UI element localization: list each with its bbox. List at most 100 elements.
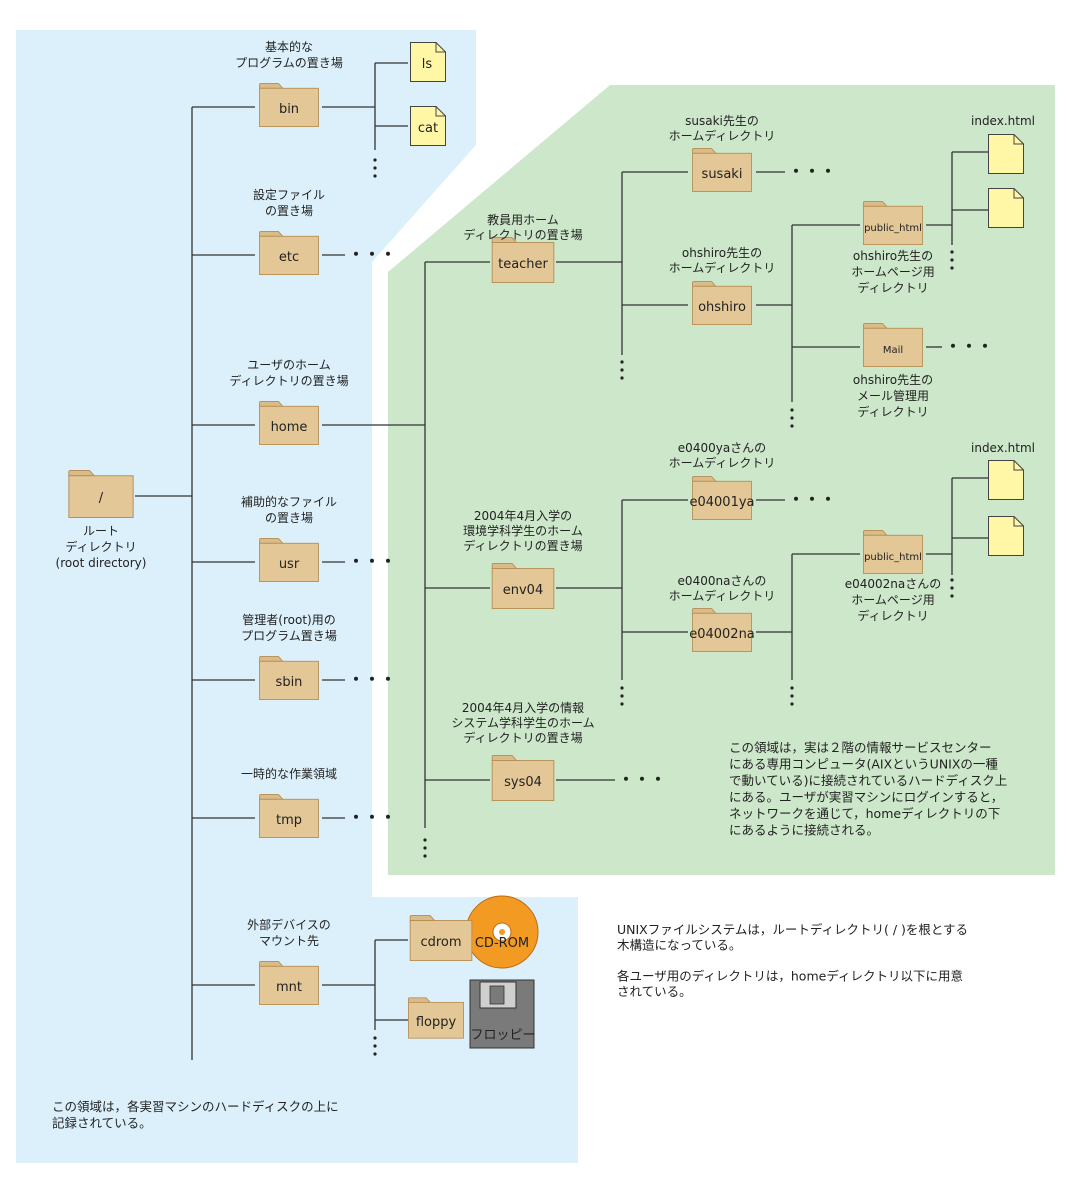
index-html-label-1: index.html bbox=[971, 114, 1035, 128]
env04-more-dots bbox=[620, 686, 624, 706]
etc-more-dots: ・・・ bbox=[348, 245, 396, 264]
desc-home-line-0: ユーザのホーム bbox=[247, 358, 330, 372]
desc-e04001ya-line-1: ホームディレクトリ bbox=[669, 455, 776, 470]
folder-mail-label: Mail bbox=[883, 345, 903, 356]
folder-usr-label: usr bbox=[279, 557, 300, 572]
folder-env04-label: env04 bbox=[503, 583, 543, 598]
desc-e04002na-line-1: ホームディレクトリ bbox=[669, 588, 776, 603]
desc-public-html-e04002na-line-1: ホームページ用 bbox=[851, 593, 934, 607]
desc-bin-line-1: プログラムの置き場 bbox=[235, 56, 343, 70]
folder-e04002na-label: e04002na bbox=[689, 627, 755, 642]
desc-home-line-1: ディレクトリの置き場 bbox=[229, 373, 348, 388]
mnt-more-dots bbox=[373, 1036, 377, 1056]
desc-e04002na-line-0: e0400naさんの bbox=[678, 574, 767, 588]
desc-bin-line-0: 基本的な bbox=[265, 39, 313, 54]
network-disk-region bbox=[388, 85, 1055, 875]
desc-sys04-line-2: ディレクトリの置き場 bbox=[463, 730, 582, 745]
note-local-line-1: 記録されている。 bbox=[52, 1116, 152, 1131]
folder-bin-label: bin bbox=[279, 102, 299, 117]
public-html-ohshiro-more-dots bbox=[950, 250, 954, 270]
mail-more-dots: ・・・ bbox=[945, 337, 993, 356]
file-index-html-1[interactable] bbox=[988, 134, 1024, 174]
susaki-more-dots: ・・・ bbox=[788, 162, 836, 181]
folder-teacher-label: teacher bbox=[498, 257, 548, 272]
folder-mnt-label: mnt bbox=[276, 980, 302, 995]
folder-tmp-label: tmp bbox=[276, 813, 302, 828]
desc-mail-line-1: メール管理用 bbox=[857, 388, 929, 403]
folder-floppy-label: floppy bbox=[416, 1015, 457, 1030]
usr-more-dots: ・・・ bbox=[348, 552, 396, 571]
folder-e04001ya-label: e04001ya bbox=[689, 495, 754, 510]
sys04-more-dots: ・・・ bbox=[618, 770, 666, 789]
public-html-e04002na-more-dots bbox=[950, 578, 954, 598]
desc-sbin-line-1: プログラム置き場 bbox=[241, 629, 337, 643]
home-more-dots bbox=[423, 838, 427, 858]
tmp-more-dots: ・・・ bbox=[348, 808, 396, 827]
desc-mail-line-0: ohshiro先生の bbox=[853, 373, 933, 387]
bin-more-dots bbox=[373, 158, 377, 178]
file-e04002na-html-2[interactable] bbox=[988, 516, 1024, 556]
desc-mail-line-2: ディレクトリ bbox=[857, 404, 928, 419]
note-remote-line-5: にあるように接続される。 bbox=[729, 823, 879, 838]
folder-ohshiro-label: ohshiro bbox=[698, 300, 746, 315]
note-remote-line-4: ネットワークを通じて，homeディレクトリの下 bbox=[729, 806, 1000, 821]
note-remote-line-3: にある。ユーザが実習マシンにログインすると， bbox=[729, 790, 1003, 805]
folder-sys04-label: sys04 bbox=[504, 775, 542, 790]
e04002na-more-dots bbox=[790, 686, 794, 706]
folder-home-label: home bbox=[271, 420, 308, 435]
desc-env04-line-1: 環境学科学生のホーム bbox=[463, 523, 583, 538]
cd-rom-label: CD-ROM bbox=[475, 936, 529, 951]
desc-usr-line-0: 補助的なファイル bbox=[241, 494, 337, 509]
desc-sbin-line-0: 管理者(root)用の bbox=[242, 612, 335, 627]
file-ls-label: ls bbox=[422, 57, 433, 72]
file-ohshiro-html-2[interactable] bbox=[988, 188, 1024, 228]
teacher-more-dots bbox=[620, 360, 624, 380]
root-label-line-0: ルート bbox=[83, 524, 119, 538]
tree-connectors bbox=[135, 62, 988, 1060]
root-label-line-2: (root directory) bbox=[56, 556, 147, 570]
folder-sbin-label: sbin bbox=[276, 675, 303, 690]
desc-usr-line-1: の置き場 bbox=[265, 511, 313, 525]
floppy-disk-icon bbox=[469, 979, 535, 1049]
desc-teacher-line-1: ディレクトリの置き場 bbox=[463, 227, 582, 242]
note-remote-line-0: この領域は，実は２階の情報サービスセンター bbox=[729, 740, 992, 755]
desc-public-html-ohshiro-line-0: ohshiro先生の bbox=[853, 249, 933, 263]
folder-public-html-ohshiro-label: public_html bbox=[864, 223, 922, 234]
e04001ya-more-dots: ・・・ bbox=[788, 490, 836, 509]
note-summary-line-4: されている。 bbox=[617, 984, 692, 999]
note-summary-line-0: UNIXファイルシステムは，ルートディレクトリ( / )を根とする bbox=[617, 922, 968, 937]
desc-public-html-e04002na-line-2: ディレクトリ bbox=[857, 608, 928, 623]
note-summary-line-1: 木構造になっている。 bbox=[617, 938, 741, 953]
root-folder-label: / bbox=[99, 491, 104, 506]
desc-ohshiro-line-1: ホームディレクトリ bbox=[669, 260, 776, 275]
desc-etc-line-1: の置き場 bbox=[265, 204, 313, 218]
desc-teacher-line-0: 教員用ホーム bbox=[487, 212, 559, 227]
desc-mnt-line-0: 外部デバイスの bbox=[247, 917, 331, 932]
desc-sys04-line-0: 2004年4月入学の情報 bbox=[462, 700, 584, 715]
desc-susaki-line-1: ホームディレクトリ bbox=[669, 128, 776, 143]
desc-public-html-ohshiro-line-1: ホームページ用 bbox=[851, 265, 934, 279]
desc-sys04-line-1: システム学科学生のホーム bbox=[451, 715, 594, 730]
root-label-line-1: ディレクトリ bbox=[65, 539, 136, 554]
folder-public-html-e04002na-label: public_html bbox=[864, 552, 922, 563]
file-cat-label: cat bbox=[418, 121, 438, 136]
note-remote-line-2: で動いている)に接続されているハードディスク上 bbox=[729, 773, 1007, 788]
folder-susaki-label: susaki bbox=[702, 167, 743, 182]
desc-env04-line-0: 2004年4月入学の bbox=[474, 508, 572, 523]
desc-mnt-line-1: マウント先 bbox=[259, 934, 319, 948]
note-local-line-0: この領域は，各実習マシンのハードディスクの上に bbox=[52, 1099, 339, 1114]
file-index-html-2[interactable] bbox=[988, 460, 1024, 500]
ohshiro-more-dots bbox=[790, 408, 794, 428]
desc-tmp-line-0: 一時的な作業領域 bbox=[241, 766, 337, 781]
folder-cdrom-label: cdrom bbox=[420, 935, 461, 950]
sbin-more-dots: ・・・ bbox=[348, 670, 396, 689]
floppy-label: フロッピー bbox=[470, 1028, 535, 1043]
desc-etc-line-0: 設定ファイル bbox=[253, 187, 325, 202]
note-summary-line-3: 各ユーザ用のディレクトリは，homeディレクトリ以下に用意 bbox=[617, 969, 963, 984]
note-remote-line-1: にある専用コンピュータ(AIXというUNIXの一種 bbox=[729, 757, 998, 772]
folder-etc-label: etc bbox=[279, 250, 299, 265]
desc-public-html-ohshiro-line-2: ディレクトリ bbox=[857, 280, 928, 295]
desc-public-html-e04002na-line-0: e04002naさんの bbox=[845, 577, 942, 591]
